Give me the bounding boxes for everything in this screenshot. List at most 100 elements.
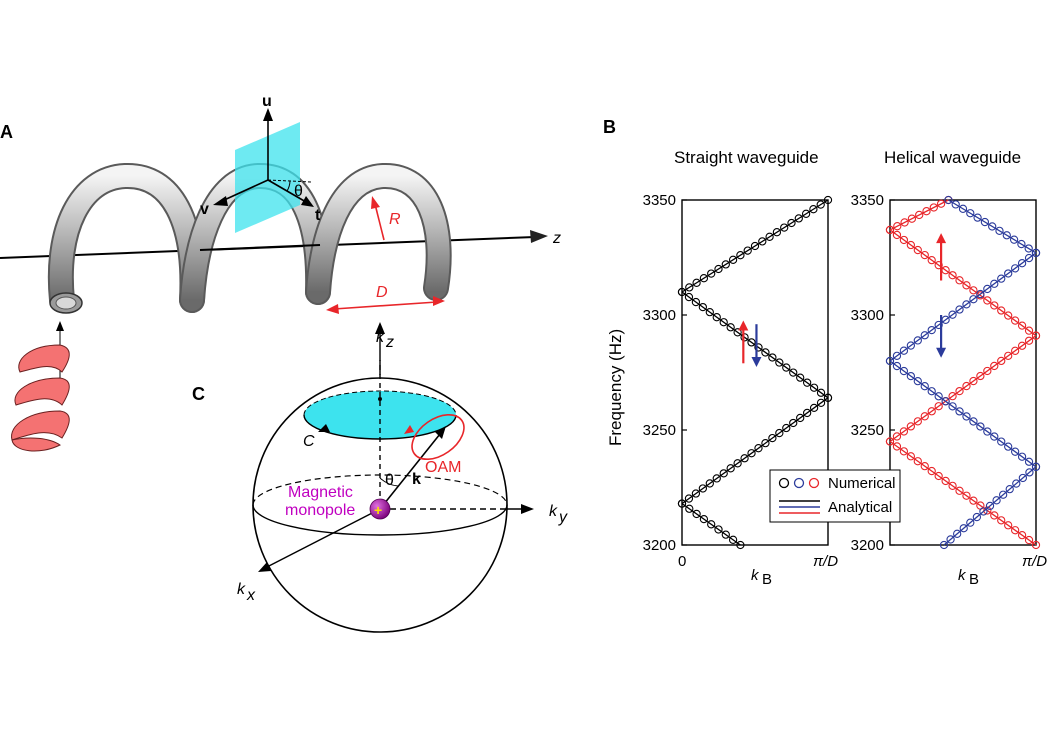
numerical-point-black	[699, 514, 709, 524]
numerical-point-red	[990, 511, 999, 520]
y-tick-label: 3350	[643, 192, 676, 209]
numerical-point-black	[816, 398, 826, 407]
numerical-point-blue	[969, 295, 978, 304]
numerical-point-blue	[1012, 479, 1021, 488]
numerical-point-red	[990, 301, 999, 310]
plot-helical-title: Helical waveguide	[884, 148, 1021, 167]
numerical-point-black	[747, 449, 756, 458]
numerical-point-blue	[976, 422, 985, 431]
panel-c-letter: C	[192, 384, 205, 404]
legend: Numerical Analytical	[769, 469, 901, 523]
numerical-point-red	[906, 422, 916, 431]
polar-angle-arc	[379, 477, 399, 487]
numerical-point-black	[765, 232, 774, 241]
numerical-point-black	[743, 246, 752, 255]
numerical-point-red	[934, 471, 943, 481]
numerical-point-red	[948, 392, 957, 401]
numerical-point-black	[789, 418, 798, 428]
x-label-helical: k	[958, 567, 967, 584]
numerical-point-blue	[899, 346, 909, 355]
y-tick-label: 3250	[643, 422, 676, 439]
numerical-point-black	[740, 333, 749, 342]
pitch-arrowhead-right	[433, 296, 445, 306]
analytical-line-red	[889, 440, 1037, 546]
numerical-point-blue	[892, 361, 902, 371]
numerical-point-red	[1017, 321, 1027, 330]
panel-b: B Frequency (Hz) Straight waveguide 3200…	[603, 117, 1047, 588]
numerical-point-red	[990, 361, 999, 371]
numerical-point-black	[772, 228, 782, 237]
numerical-point-red	[913, 417, 922, 426]
numerical-point-blue	[941, 397, 950, 406]
numerical-point-blue	[927, 387, 936, 396]
plot-straight-data	[677, 195, 833, 550]
numerical-point-blue	[995, 226, 1004, 236]
numerical-point-black	[768, 433, 777, 443]
numerical-point-red	[906, 240, 916, 250]
numerical-point-red	[892, 432, 902, 441]
numerical-point-blue	[927, 325, 936, 335]
numerical-point-blue	[992, 496, 1001, 505]
numerical-point-black	[775, 358, 784, 367]
numerical-point-blue	[962, 412, 971, 421]
numerical-point-blue	[1025, 468, 1034, 477]
numerical-point-blue	[972, 512, 982, 522]
numerical-point-black	[780, 223, 789, 232]
numerical-point-black	[712, 474, 721, 483]
numerical-point-red	[900, 218, 909, 227]
numerical-point-red	[927, 255, 936, 265]
numerical-point-blue	[913, 377, 922, 386]
numerical-point-blue	[920, 382, 929, 391]
analytical-line-blue	[948, 199, 1037, 254]
numerical-point-blue	[1017, 239, 1026, 249]
radius-line	[374, 203, 385, 241]
cap-loop-arrowhead	[318, 424, 330, 432]
numerical-point-black	[691, 489, 701, 498]
numerical-point-red	[1010, 346, 1020, 355]
numerical-point-black	[794, 214, 803, 223]
kx-arrowhead	[258, 562, 271, 572]
numerical-point-black	[816, 200, 825, 209]
monopole-plus-icon: +	[374, 502, 382, 518]
numerical-point-blue	[958, 204, 968, 213]
y-tick-label: 3350	[851, 192, 884, 209]
numerical-point-red	[1004, 351, 1013, 361]
numerical-point-black	[758, 237, 767, 246]
numerical-point-red	[983, 296, 992, 305]
numerical-point-blue	[913, 336, 922, 345]
y-tick-label: 3200	[643, 537, 676, 554]
analytical-line-blue	[889, 360, 1037, 468]
numerical-point-blue	[948, 402, 957, 411]
k-vector	[379, 433, 441, 510]
v-vector	[221, 179, 269, 202]
numerical-point-red	[969, 376, 978, 386]
radius-arrowhead	[371, 196, 380, 209]
numerical-point-red	[962, 491, 971, 500]
z-axis-arrowhead	[530, 230, 548, 243]
numerical-point-blue	[906, 371, 916, 381]
numerical-point-black	[802, 408, 812, 418]
numerical-point-black	[726, 323, 735, 332]
numerical-point-blue	[951, 200, 960, 209]
numerical-point-blue	[892, 351, 902, 361]
helical-wavefront	[11, 344, 70, 452]
numerical-point-blue	[1018, 473, 1028, 483]
oam-label: OAM	[425, 459, 461, 476]
analytical-line-blue	[889, 252, 1037, 362]
plot-helical-data	[885, 195, 1041, 550]
numerical-point-blue	[1002, 231, 1011, 240]
numerical-point-blue	[966, 518, 975, 527]
numerical-point-blue	[955, 305, 964, 314]
numerical-point-red	[1010, 526, 1020, 535]
analytical-line-black	[681, 397, 829, 505]
numerical-point-black	[726, 464, 735, 473]
analytical-line-black	[681, 503, 741, 546]
numerical-point-black	[823, 195, 833, 205]
numerical-point-black	[721, 530, 730, 539]
ky-arrowhead	[521, 504, 534, 514]
numerical-point-red	[948, 271, 957, 280]
numerical-point-black	[692, 278, 701, 287]
numerical-point-red	[893, 222, 902, 231]
numerical-point-black	[809, 205, 818, 214]
